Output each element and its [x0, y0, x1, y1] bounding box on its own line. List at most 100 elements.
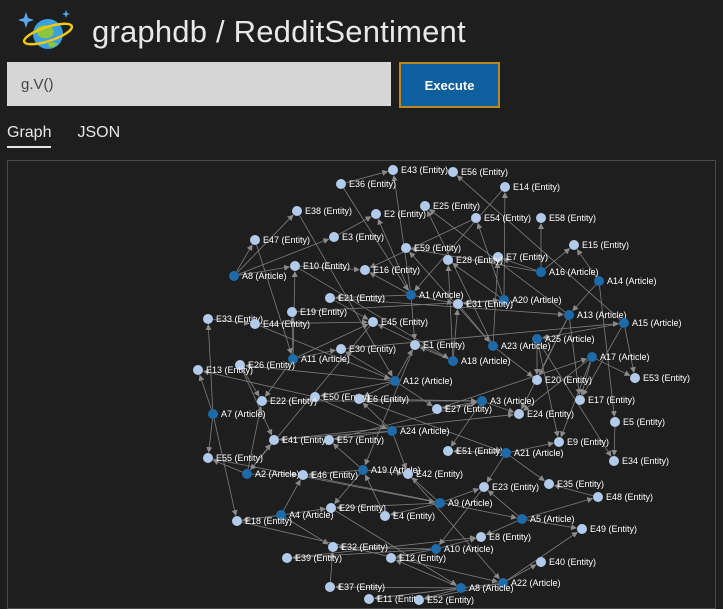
graph-node-e30[interactable]: E30 (Entity)	[336, 344, 396, 354]
graph-node-a4[interactable]: A4 (Article)	[276, 510, 334, 520]
entity-node-icon[interactable]	[493, 252, 503, 262]
graph-node-a15[interactable]: A15 (Article)	[619, 318, 682, 328]
graph-node-a16[interactable]: A16 (Article)	[536, 267, 599, 277]
graph-node-a14[interactable]: A14 (Article)	[594, 276, 657, 286]
graph-node-a21[interactable]: A21 (Article)	[501, 448, 564, 458]
article-node-icon[interactable]	[208, 409, 218, 419]
graph-node-e20[interactable]: E20 (Entity)	[532, 375, 592, 385]
graph-node-a13[interactable]: A13 (Article)	[564, 310, 627, 320]
graph-node-e43[interactable]: E43 (Entity)	[388, 165, 448, 175]
article-node-icon[interactable]	[477, 396, 487, 406]
graph-node-a19[interactable]: A19 (Article)	[358, 465, 421, 475]
article-node-icon[interactable]	[501, 448, 511, 458]
graph-node-a11[interactable]: A11 (Article)	[288, 354, 350, 364]
entity-node-icon[interactable]	[471, 213, 481, 223]
graph-node-e46[interactable]: E46 (Entity)	[298, 470, 358, 480]
entity-node-icon[interactable]	[476, 532, 486, 542]
graph-node-e13[interactable]: E13 (Entity)	[193, 365, 253, 375]
article-node-icon[interactable]	[517, 514, 527, 524]
graph-node-e50[interactable]: E50 (Entity)	[310, 392, 370, 402]
entity-node-icon[interactable]	[401, 243, 411, 253]
article-node-icon[interactable]	[619, 318, 629, 328]
entity-node-icon[interactable]	[232, 516, 242, 526]
graph-node-e34[interactable]: E34 (Entity)	[609, 456, 669, 466]
article-node-icon[interactable]	[431, 544, 441, 554]
graph-node-e17[interactable]: E17 (Entity)	[575, 395, 635, 405]
entity-node-icon[interactable]	[336, 344, 346, 354]
entity-node-icon[interactable]	[354, 394, 364, 404]
graph-node-e11[interactable]: E11 (Entity)	[364, 594, 423, 604]
graph-node-e1[interactable]: E1 (Entity)	[410, 340, 465, 350]
entity-node-icon[interactable]	[479, 482, 489, 492]
entity-node-icon[interactable]	[443, 446, 453, 456]
entity-node-icon[interactable]	[287, 307, 297, 317]
article-node-icon[interactable]	[387, 426, 397, 436]
graph-node-e56[interactable]: E56 (Entity)	[448, 167, 508, 177]
graph-node-e9[interactable]: E9 (Entity)	[554, 437, 609, 447]
graph-node-e14[interactable]: E14 (Entity)	[500, 182, 560, 192]
graph-node-e52[interactable]: E52 (Entity)	[414, 595, 474, 605]
article-node-icon[interactable]	[587, 352, 597, 362]
graph-node-e37[interactable]: E37 (Entity)	[325, 582, 385, 592]
graph-node-e18[interactable]: E18 (Entity)	[232, 516, 292, 526]
entity-node-icon[interactable]	[554, 437, 564, 447]
graph-node-e6[interactable]: E6 (Entity)	[354, 394, 409, 404]
article-node-icon[interactable]	[276, 510, 286, 520]
entity-node-icon[interactable]	[544, 479, 554, 489]
graph-node-e39[interactable]: E39 (Entity)	[282, 553, 342, 563]
entity-node-icon[interactable]	[329, 232, 339, 242]
entity-node-icon[interactable]	[514, 409, 524, 419]
tab-json[interactable]: JSON	[77, 124, 121, 141]
graph-node-e3[interactable]: E3 (Entity)	[329, 232, 384, 242]
graph-node-a17[interactable]: A17 (Article)	[587, 352, 650, 362]
graph-node-e27[interactable]: E27 (Entity)	[432, 404, 492, 414]
graph-node-e2[interactable]: E2 (Entity)	[371, 209, 426, 219]
entity-node-icon[interactable]	[448, 167, 458, 177]
entity-node-icon[interactable]	[364, 594, 374, 604]
entity-node-icon[interactable]	[575, 395, 585, 405]
entity-node-icon[interactable]	[257, 396, 267, 406]
graph-node-a7[interactable]: A7 (Article)	[208, 409, 266, 419]
entity-node-icon[interactable]	[325, 293, 335, 303]
graph-node-e23[interactable]: E23 (Entity)	[479, 482, 539, 492]
graph-node-e19[interactable]: E19 (Entity)	[287, 307, 347, 317]
entity-node-icon[interactable]	[577, 524, 587, 534]
graph-node-e15[interactable]: E15 (Entity)	[569, 240, 629, 250]
entity-node-icon[interactable]	[368, 317, 378, 327]
entity-node-icon[interactable]	[432, 404, 442, 414]
graph-node-a8a[interactable]: A8 (Article)	[229, 271, 287, 281]
graph-node-a12[interactable]: A12 (Article)	[390, 376, 453, 386]
entity-node-icon[interactable]	[324, 435, 334, 445]
graph-node-e24[interactable]: E24 (Entity)	[514, 409, 574, 419]
entity-node-icon[interactable]	[310, 392, 320, 402]
entity-node-icon[interactable]	[269, 435, 279, 445]
article-node-icon[interactable]	[536, 267, 546, 277]
graph-node-e26[interactable]: E26 (Entity)	[235, 360, 295, 370]
graph-node-a24[interactable]: A24 (Article)	[387, 426, 450, 436]
article-node-icon[interactable]	[406, 290, 416, 300]
query-input[interactable]	[7, 62, 391, 106]
graph-node-a9[interactable]: A9 (Article)	[435, 498, 493, 508]
entity-node-icon[interactable]	[371, 209, 381, 219]
graph-node-a20[interactable]: A20 (Article)	[499, 295, 562, 305]
graph-node-e16[interactable]: E16 (Entity)	[360, 265, 420, 275]
graph-node-e49[interactable]: E49 (Entity)	[577, 524, 637, 534]
article-node-icon[interactable]	[229, 271, 239, 281]
graph-node-e53[interactable]: E53 (Entity)	[630, 373, 690, 383]
graph-node-e40[interactable]: E40 (Entity)	[536, 557, 596, 567]
graph-node-e57[interactable]: E57 (Entity)	[324, 435, 384, 445]
entity-node-icon[interactable]	[420, 201, 430, 211]
graph-node-a8b[interactable]: A8 (Article)	[456, 583, 514, 593]
graph-node-a18[interactable]: A18 (Article)	[448, 356, 511, 366]
graph-node-e28[interactable]: E28 (Entity)	[443, 255, 503, 265]
execute-button[interactable]: Execute	[399, 62, 500, 108]
entity-node-icon[interactable]	[532, 375, 542, 385]
entity-node-icon[interactable]	[536, 213, 546, 223]
graph-node-e22[interactable]: E22 (Entity)	[257, 396, 317, 406]
entity-node-icon[interactable]	[336, 179, 346, 189]
graph-node-a2[interactable]: A2 (Article)	[242, 469, 300, 479]
article-node-icon[interactable]	[499, 295, 509, 305]
entity-node-icon[interactable]	[203, 453, 213, 463]
graph-node-e25[interactable]: E25 (Entity)	[420, 201, 480, 211]
entity-node-icon[interactable]	[593, 492, 603, 502]
